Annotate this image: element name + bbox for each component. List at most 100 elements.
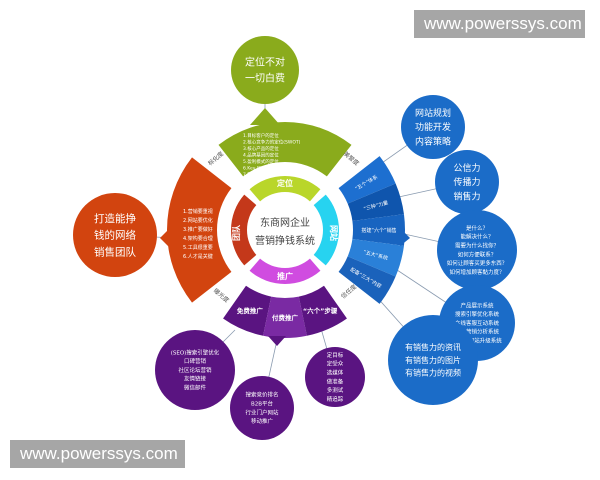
purple-band-label: 免费推广 — [237, 306, 264, 315]
ring-segment-top — [249, 176, 321, 202]
purple-circle-1-shape — [155, 330, 235, 410]
circle-text: 一切白费 — [245, 72, 285, 85]
circle-text: 精追踪 — [327, 395, 344, 403]
circle-text: 如何增加顾客黏力度？ — [449, 268, 504, 276]
circle-text: 做准备 — [327, 377, 344, 385]
circle-text: 如何方便联系？ — [458, 250, 497, 258]
circle-text: 有销售力的图片 — [405, 355, 461, 365]
purple-pointer — [268, 336, 286, 346]
center-title-line2: 营销挣钱系统 — [255, 234, 315, 247]
purple-circle-1 — [155, 330, 235, 410]
circle-text: 传播力 — [453, 176, 480, 188]
circle-text: 产品展示系统 — [460, 301, 494, 309]
gap-label: 曝光度 — [212, 287, 231, 305]
blue-circle-2-shape — [435, 150, 499, 214]
orange-list-item: 3.推广要做好 — [183, 226, 213, 233]
purple-circle-2 — [230, 376, 294, 440]
purple-band-3 — [298, 285, 347, 336]
green-list-item: 6.Key Words关键词的定位 — [243, 165, 298, 172]
green-list-item: 2.核心竞争力的定位(SWOT) — [243, 139, 301, 146]
gap-label: 标化度 — [206, 150, 225, 168]
circle-text: 如何让顾客买更多东西？ — [447, 259, 508, 267]
circle-text: 多测试 — [327, 386, 344, 394]
circle-text: 微信邮件 — [184, 384, 207, 392]
circle-text: 钱的网络 — [94, 229, 136, 242]
ring-label-left: 团队 — [231, 224, 241, 241]
orange-list-item: 5.工具很重要 — [183, 244, 213, 251]
blue-band-2 — [347, 183, 404, 222]
circle-text: B2B平台 — [251, 400, 274, 408]
orange-wedge — [167, 157, 232, 303]
green-list-item: 4.品牌基因的定位 — [243, 152, 279, 159]
green-circle-shape — [231, 36, 299, 104]
circle-text: 网络营销分析系统 — [455, 328, 500, 336]
green-circle — [231, 36, 299, 104]
circle-text: 友情链接 — [184, 375, 207, 383]
circle-text: 网站规划 — [415, 107, 451, 119]
circle-text: 打造能挣 — [94, 212, 136, 225]
blue-band-3 — [352, 214, 405, 246]
ring-segment-bottom — [249, 258, 321, 284]
circle-text: 定受众 — [327, 360, 344, 368]
orange-list-item: 2.网站要优化 — [183, 217, 213, 224]
gap-label: 美誉度 — [342, 150, 361, 168]
circle-text: 是什么？ — [466, 224, 488, 232]
blue-circle-5-shape — [388, 315, 478, 405]
orange-circle — [73, 193, 157, 277]
orange-circle-shape — [73, 193, 157, 277]
center-title-line1: 东商网企业 — [260, 216, 310, 229]
circle-text: 需要为什么找你？ — [455, 242, 499, 250]
green-pointer — [250, 108, 280, 125]
center-disc — [248, 193, 322, 267]
blue-circle-1 — [401, 95, 465, 159]
green-wedge — [218, 122, 352, 177]
circle-text: 定位不对 — [245, 56, 285, 69]
watermark-top: www.powerssys.com — [414, 10, 585, 38]
ring-label-top: 定位 — [276, 178, 293, 188]
circle-text: 有销售力的资讯 — [405, 342, 461, 352]
circle-text: 公信力 — [453, 162, 480, 174]
green-list-item: 3.核心产品的定位 — [243, 145, 279, 152]
ring-segment-left — [231, 194, 257, 266]
circle-text: 搜索竞价排名 — [245, 391, 278, 399]
circle-text: 社区论坛营销 — [178, 366, 212, 374]
watermark-bottom: www.powerssys.com — [10, 440, 185, 468]
circle-text: 选媒体 — [327, 369, 344, 377]
circle-text: 定目标 — [327, 351, 344, 359]
blue-circle-3 — [437, 210, 517, 290]
orange-list-item: 1.营销要重视 — [183, 208, 213, 215]
circle-text: 口碑营销 — [184, 357, 207, 365]
ring-segment-right — [313, 194, 339, 266]
blue-band-4 — [347, 238, 404, 277]
blue-band-label: 搭建“六个”销售 — [361, 227, 396, 234]
orange-list-item: 4.架构要合理 — [183, 235, 213, 242]
orange-pointer — [160, 228, 170, 248]
purple-band-label: 付费推广 — [272, 313, 299, 322]
orange-list-item: 6.人才是关键 — [183, 253, 213, 260]
green-list-item: 5.盈利模式的定位 — [243, 158, 279, 165]
purple-band-2 — [263, 296, 307, 339]
blue-circle-1-shape — [401, 95, 465, 159]
circle-text: 销售团队 — [94, 245, 136, 258]
blue-band-5 — [338, 256, 396, 304]
gap-label: 信任度 — [339, 283, 358, 301]
circle-text: 内容策略 — [415, 136, 451, 148]
circle-text: 能解决什么？ — [460, 233, 493, 241]
circle-text: (SEO)搜索引擎优化 — [171, 348, 220, 356]
purple-band-label: “六个”步骤 — [303, 306, 338, 315]
purple-circle-2-shape — [230, 376, 294, 440]
circle-text: 功能开发 — [415, 121, 451, 133]
circle-text: 移动推广 — [251, 417, 274, 425]
blue-circle-3-shape — [437, 210, 517, 290]
ring-label-right: 网站 — [329, 225, 339, 241]
green-list-item: 1.目标客户的定位 — [243, 132, 279, 139]
blue-circle-2 — [435, 150, 499, 214]
circle-text: 行业门户网站 — [245, 408, 279, 416]
circle-text: 在线客服互动系统 — [455, 319, 500, 327]
circle-text: 销售力 — [453, 191, 480, 203]
circle-text: 有销售力的视频 — [405, 368, 461, 378]
circle-text: 搜索引擎优化系统 — [455, 310, 500, 318]
purple-band-1 — [223, 285, 272, 336]
circle-text: 营销型网站升级系统 — [452, 337, 502, 345]
purple-circle-3-shape — [305, 347, 365, 407]
